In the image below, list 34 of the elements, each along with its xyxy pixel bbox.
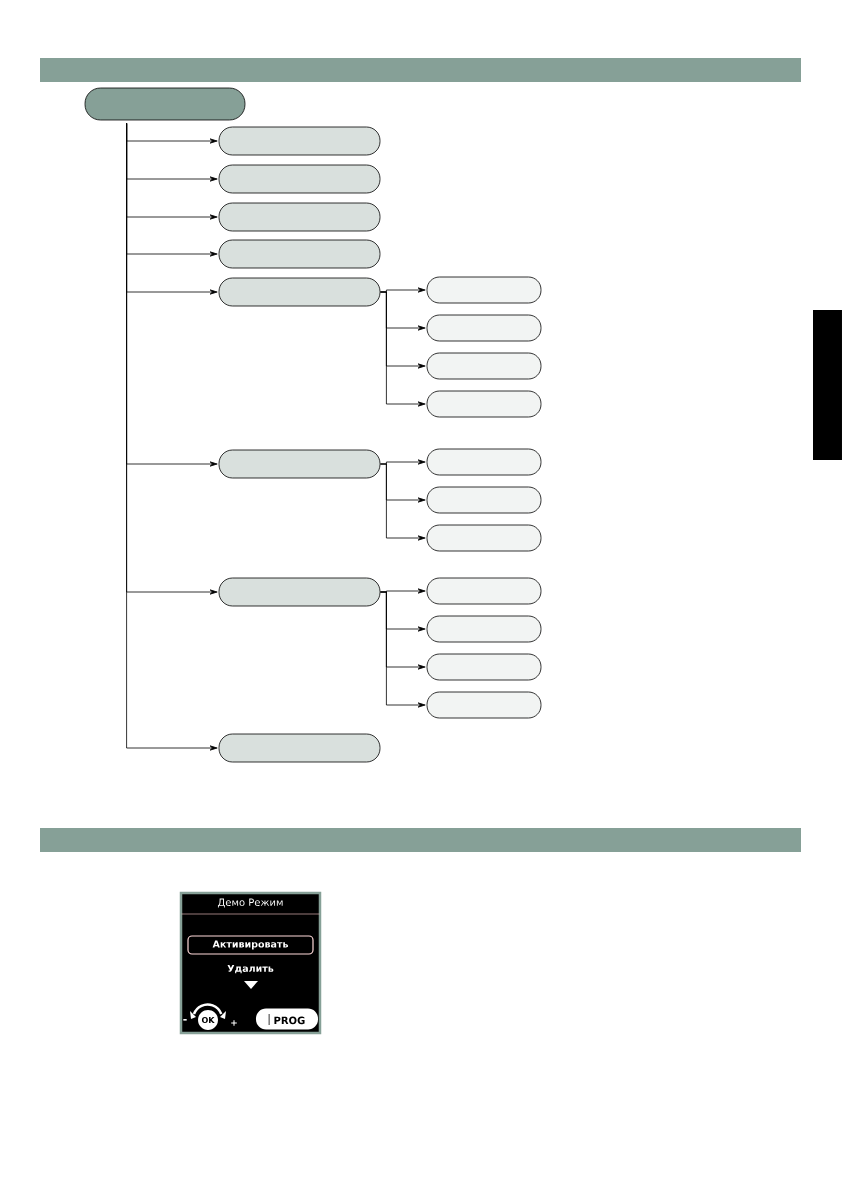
section-band <box>40 828 801 852</box>
submenu-box <box>426 524 542 552</box>
menu-box <box>218 239 381 269</box>
device-screen <box>179 891 322 1035</box>
edge-tab <box>813 310 842 460</box>
submenu-box <box>426 276 542 304</box>
menu-box <box>218 449 381 479</box>
submenu-box <box>426 352 542 380</box>
arrow <box>380 591 426 708</box>
submenu-box <box>426 486 542 514</box>
menu-box <box>218 733 381 763</box>
submenu-box <box>426 390 542 418</box>
menu-box <box>218 126 381 156</box>
menu-box <box>218 277 381 307</box>
section-band <box>40 58 801 82</box>
submenu-box <box>426 691 542 719</box>
submenu-box <box>426 448 542 476</box>
arrow <box>380 291 426 407</box>
menu-box <box>218 577 381 607</box>
screen-title: Демо Режим <box>217 898 283 908</box>
submenu-box <box>426 577 542 605</box>
plus-sign: + <box>231 1020 237 1026</box>
arrow <box>380 463 426 541</box>
menu-option: Удалить <box>227 964 274 974</box>
option-button: Активировать <box>187 935 314 955</box>
submenu-box <box>426 653 542 681</box>
minus-sign: - <box>183 1019 187 1021</box>
menu-box <box>218 202 381 232</box>
arrow <box>126 123 218 751</box>
ok-button: OK <box>198 1010 218 1030</box>
menu-box <box>218 164 381 194</box>
submenu-box <box>426 314 542 342</box>
menu-box <box>84 87 246 121</box>
submenu-box <box>426 615 542 643</box>
